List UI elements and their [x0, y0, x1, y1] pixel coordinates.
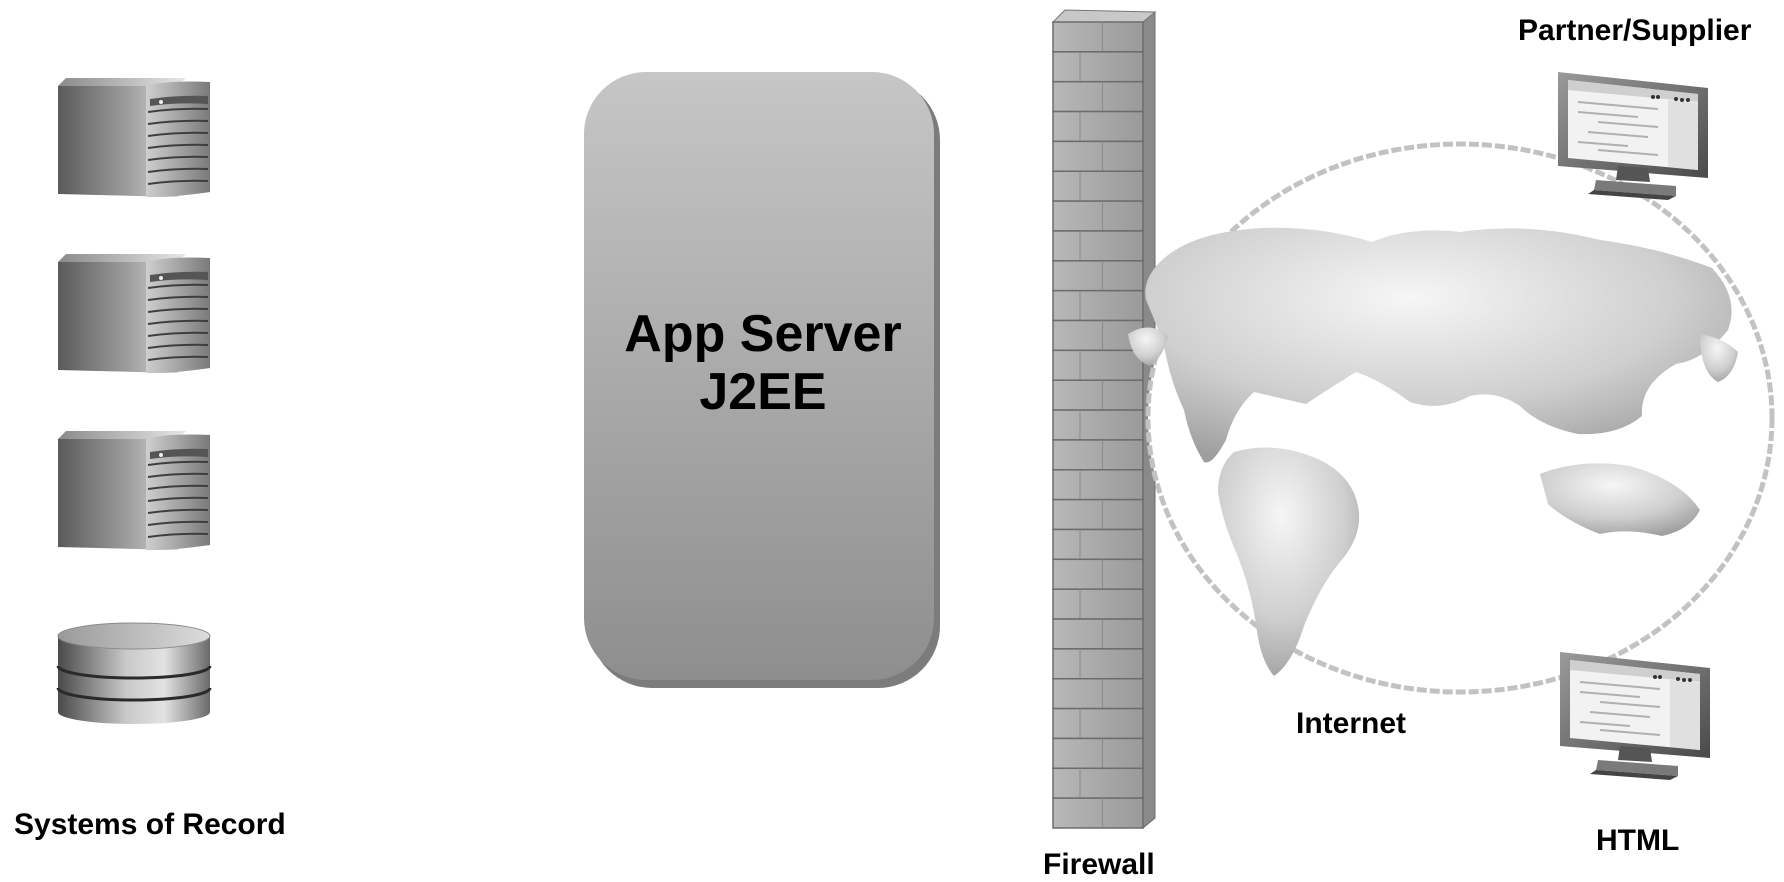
database-icon: [56, 622, 212, 724]
firewall-brick: [1052, 379, 1144, 411]
firewall-brick: [1052, 409, 1144, 441]
firewall-brick: [1052, 349, 1144, 381]
firewall-brick: [1052, 558, 1144, 590]
server-icon-2: [57, 253, 211, 375]
firewall-brick: [1052, 170, 1144, 202]
firewall-brick: [1052, 498, 1144, 531]
firewall-brick: [1052, 289, 1144, 322]
firewall-brick: [1052, 767, 1144, 799]
firewall-brick: [1052, 140, 1144, 173]
firewall-brick: [1052, 439, 1144, 471]
firewall-brick: [1052, 797, 1144, 829]
firewall-brick: [1052, 677, 1144, 710]
firewall-brick: [1052, 648, 1144, 680]
server-icon-1: [57, 77, 211, 199]
app-server-label: App Server J2EE: [583, 305, 943, 421]
app-server-subtitle: J2EE: [699, 363, 827, 421]
firewall-brick: [1052, 707, 1144, 740]
firewall-brick: [1052, 230, 1144, 262]
firewall-brick: [1052, 260, 1144, 292]
firewall-brick-wall-icon: [1051, 9, 1157, 830]
html-label: HTML: [1596, 824, 1680, 857]
firewall-brick: [1052, 618, 1144, 650]
firewall-brick: [1052, 528, 1144, 561]
firewall-brick: [1052, 110, 1144, 143]
firewall-brick: [1052, 80, 1144, 113]
firewall-brick: [1052, 21, 1144, 53]
firewall-label: Firewall: [1043, 848, 1155, 881]
monitor-icon-html: [1559, 651, 1711, 781]
firewall-brick: [1052, 588, 1144, 620]
firewall-brick: [1052, 737, 1144, 770]
app-server-title: App Server: [624, 305, 902, 363]
firewall-brick: [1052, 51, 1144, 83]
server-icon-3: [57, 430, 211, 552]
internet-label: Internet: [1296, 707, 1407, 740]
app-server-box: [584, 72, 940, 688]
systems-of-record-label: Systems of Record: [14, 808, 286, 841]
partner-supplier-label: Partner/Supplier: [1518, 14, 1752, 47]
firewall-brick: [1052, 469, 1144, 501]
globe-icon: [1128, 141, 1775, 695]
firewall-brick: [1052, 200, 1144, 232]
